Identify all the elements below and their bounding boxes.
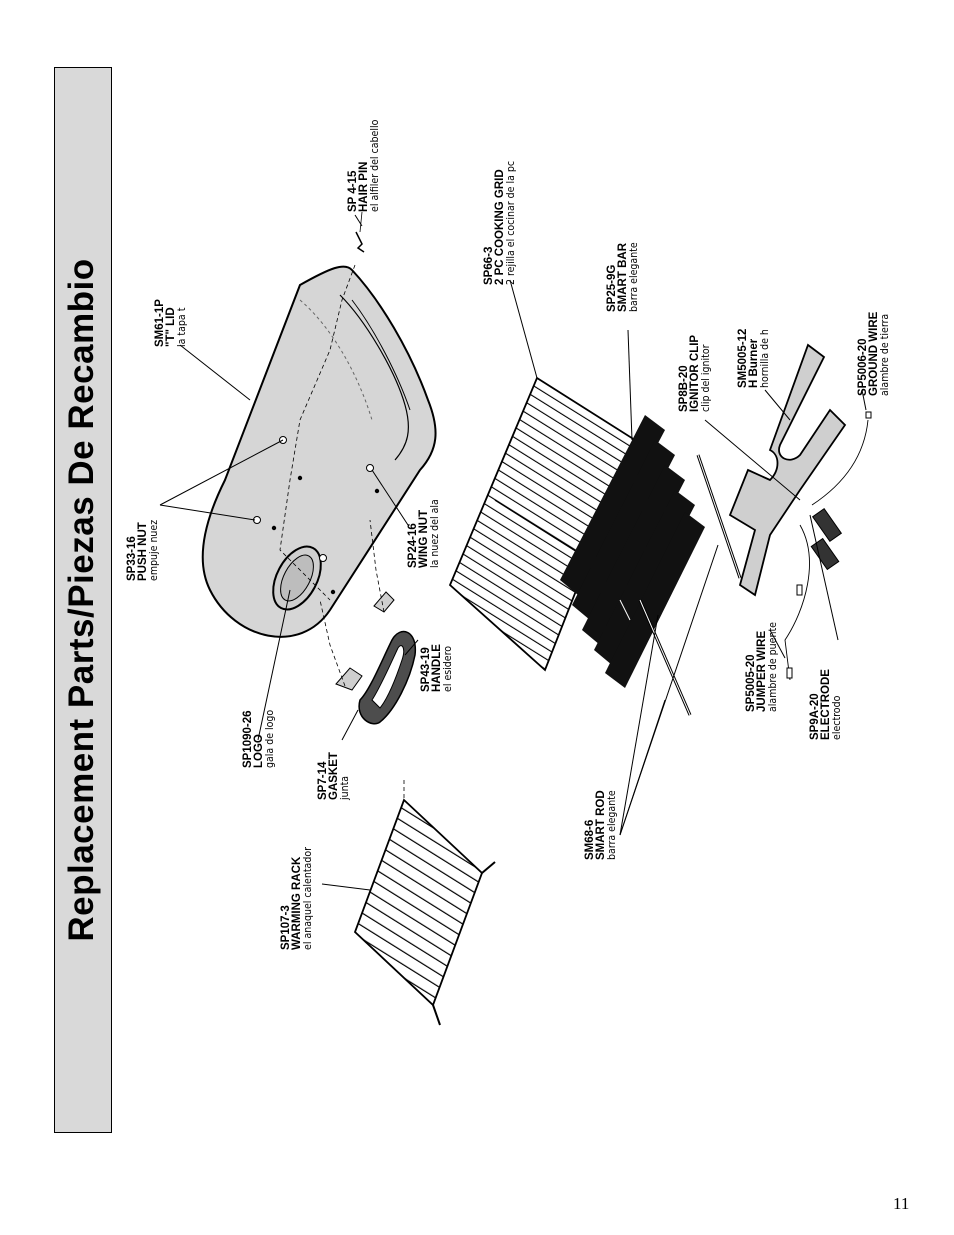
warming-rack-drawing (353, 780, 496, 1026)
h-burner-drawing (728, 343, 847, 597)
part-label-electrode: SP9A-20 ELECTRODE electrodo (809, 669, 843, 740)
part-label-ground-wire: SP5006-20 GROUND WIRE alambre de tierra (857, 312, 891, 396)
part-name-spanish: alambre de tierra (879, 313, 891, 396)
part-name-spanish: el esidero (442, 645, 454, 692)
part-label-logo: SP1090-26 LOGO gala de logo (242, 709, 276, 768)
part-label-t-lid: SM61-1P "T" LID la tapa t (154, 299, 188, 347)
part-label-warming-rack: SP107-3 WARMING RACK el anaquel calentad… (280, 847, 314, 950)
part-name-spanish: la tapa t (176, 307, 188, 347)
part-label-push-nut: SP33-16 PUSH NUT empuje nuez (126, 519, 160, 581)
part-label-smart-bar: SP25-9G SMART BAR barra elegante (606, 242, 640, 312)
part-label-hair-pin: SP 4-15 HAIR PIN el alfiler del cabello (347, 119, 381, 212)
part-label-ignitor-clip: SP8B-20 IGNITOR CLIP clip del ignitor (678, 335, 712, 412)
part-name-spanish: el anaquel calentador (302, 847, 314, 950)
part-name-spanish: junta (339, 775, 351, 800)
part-name-spanish: electrodo (831, 695, 843, 740)
wires-drawing (784, 411, 872, 681)
cooking-grid-drawing (448, 376, 637, 672)
hair-pin-drawing (355, 211, 365, 253)
part-name-spanish: hornilla de h (759, 329, 771, 388)
leader-lines (159, 214, 867, 891)
part-name-spanish: barra elegante (606, 790, 618, 860)
page-number: 11 (893, 1194, 910, 1213)
part-name-spanish: gala de logo (264, 709, 276, 768)
part-label-cooking-grid: SP66-3 2 PC COOKING GRID 2 rejilla el co… (483, 160, 517, 285)
part-label-handle: SP43-19 HANDLE el esidero (420, 644, 454, 692)
part-name-spanish: la nuez del ala (429, 499, 441, 568)
handle-drawing (358, 630, 416, 725)
smart-bars-drawing (560, 415, 705, 688)
part-name-spanish: barra elegante (628, 242, 640, 312)
part-name-spanish: 2 rejilla el cocinar de la pc (505, 160, 517, 285)
part-label-gasket: SP7-14 GASKET junta (317, 752, 351, 800)
part-name-spanish: clip del ignitor (700, 344, 712, 412)
part-label-jumper-wire: SP5005-20 JUMPER WIRE alambre de puente (745, 622, 779, 712)
part-label-smart-rod: SM68-6 SMART ROD barra elegante (584, 790, 618, 860)
gasket-drawing-2 (373, 591, 395, 613)
part-name-spanish: el alfiler del cabello (369, 119, 381, 212)
title-banner (54, 67, 112, 1133)
part-label-wing-nut: SP24-16 WING NUT la nuez del ala (407, 499, 441, 568)
part-label-h-burner: SM5005-12 H Burner hornilla de h (737, 329, 771, 388)
gasket-drawing (335, 667, 363, 691)
lid-drawing (201, 264, 437, 638)
part-name-spanish: alambre de puente (767, 622, 779, 712)
part-name-spanish: empuje nuez (148, 519, 160, 581)
smart-rods-drawing (638, 454, 742, 716)
